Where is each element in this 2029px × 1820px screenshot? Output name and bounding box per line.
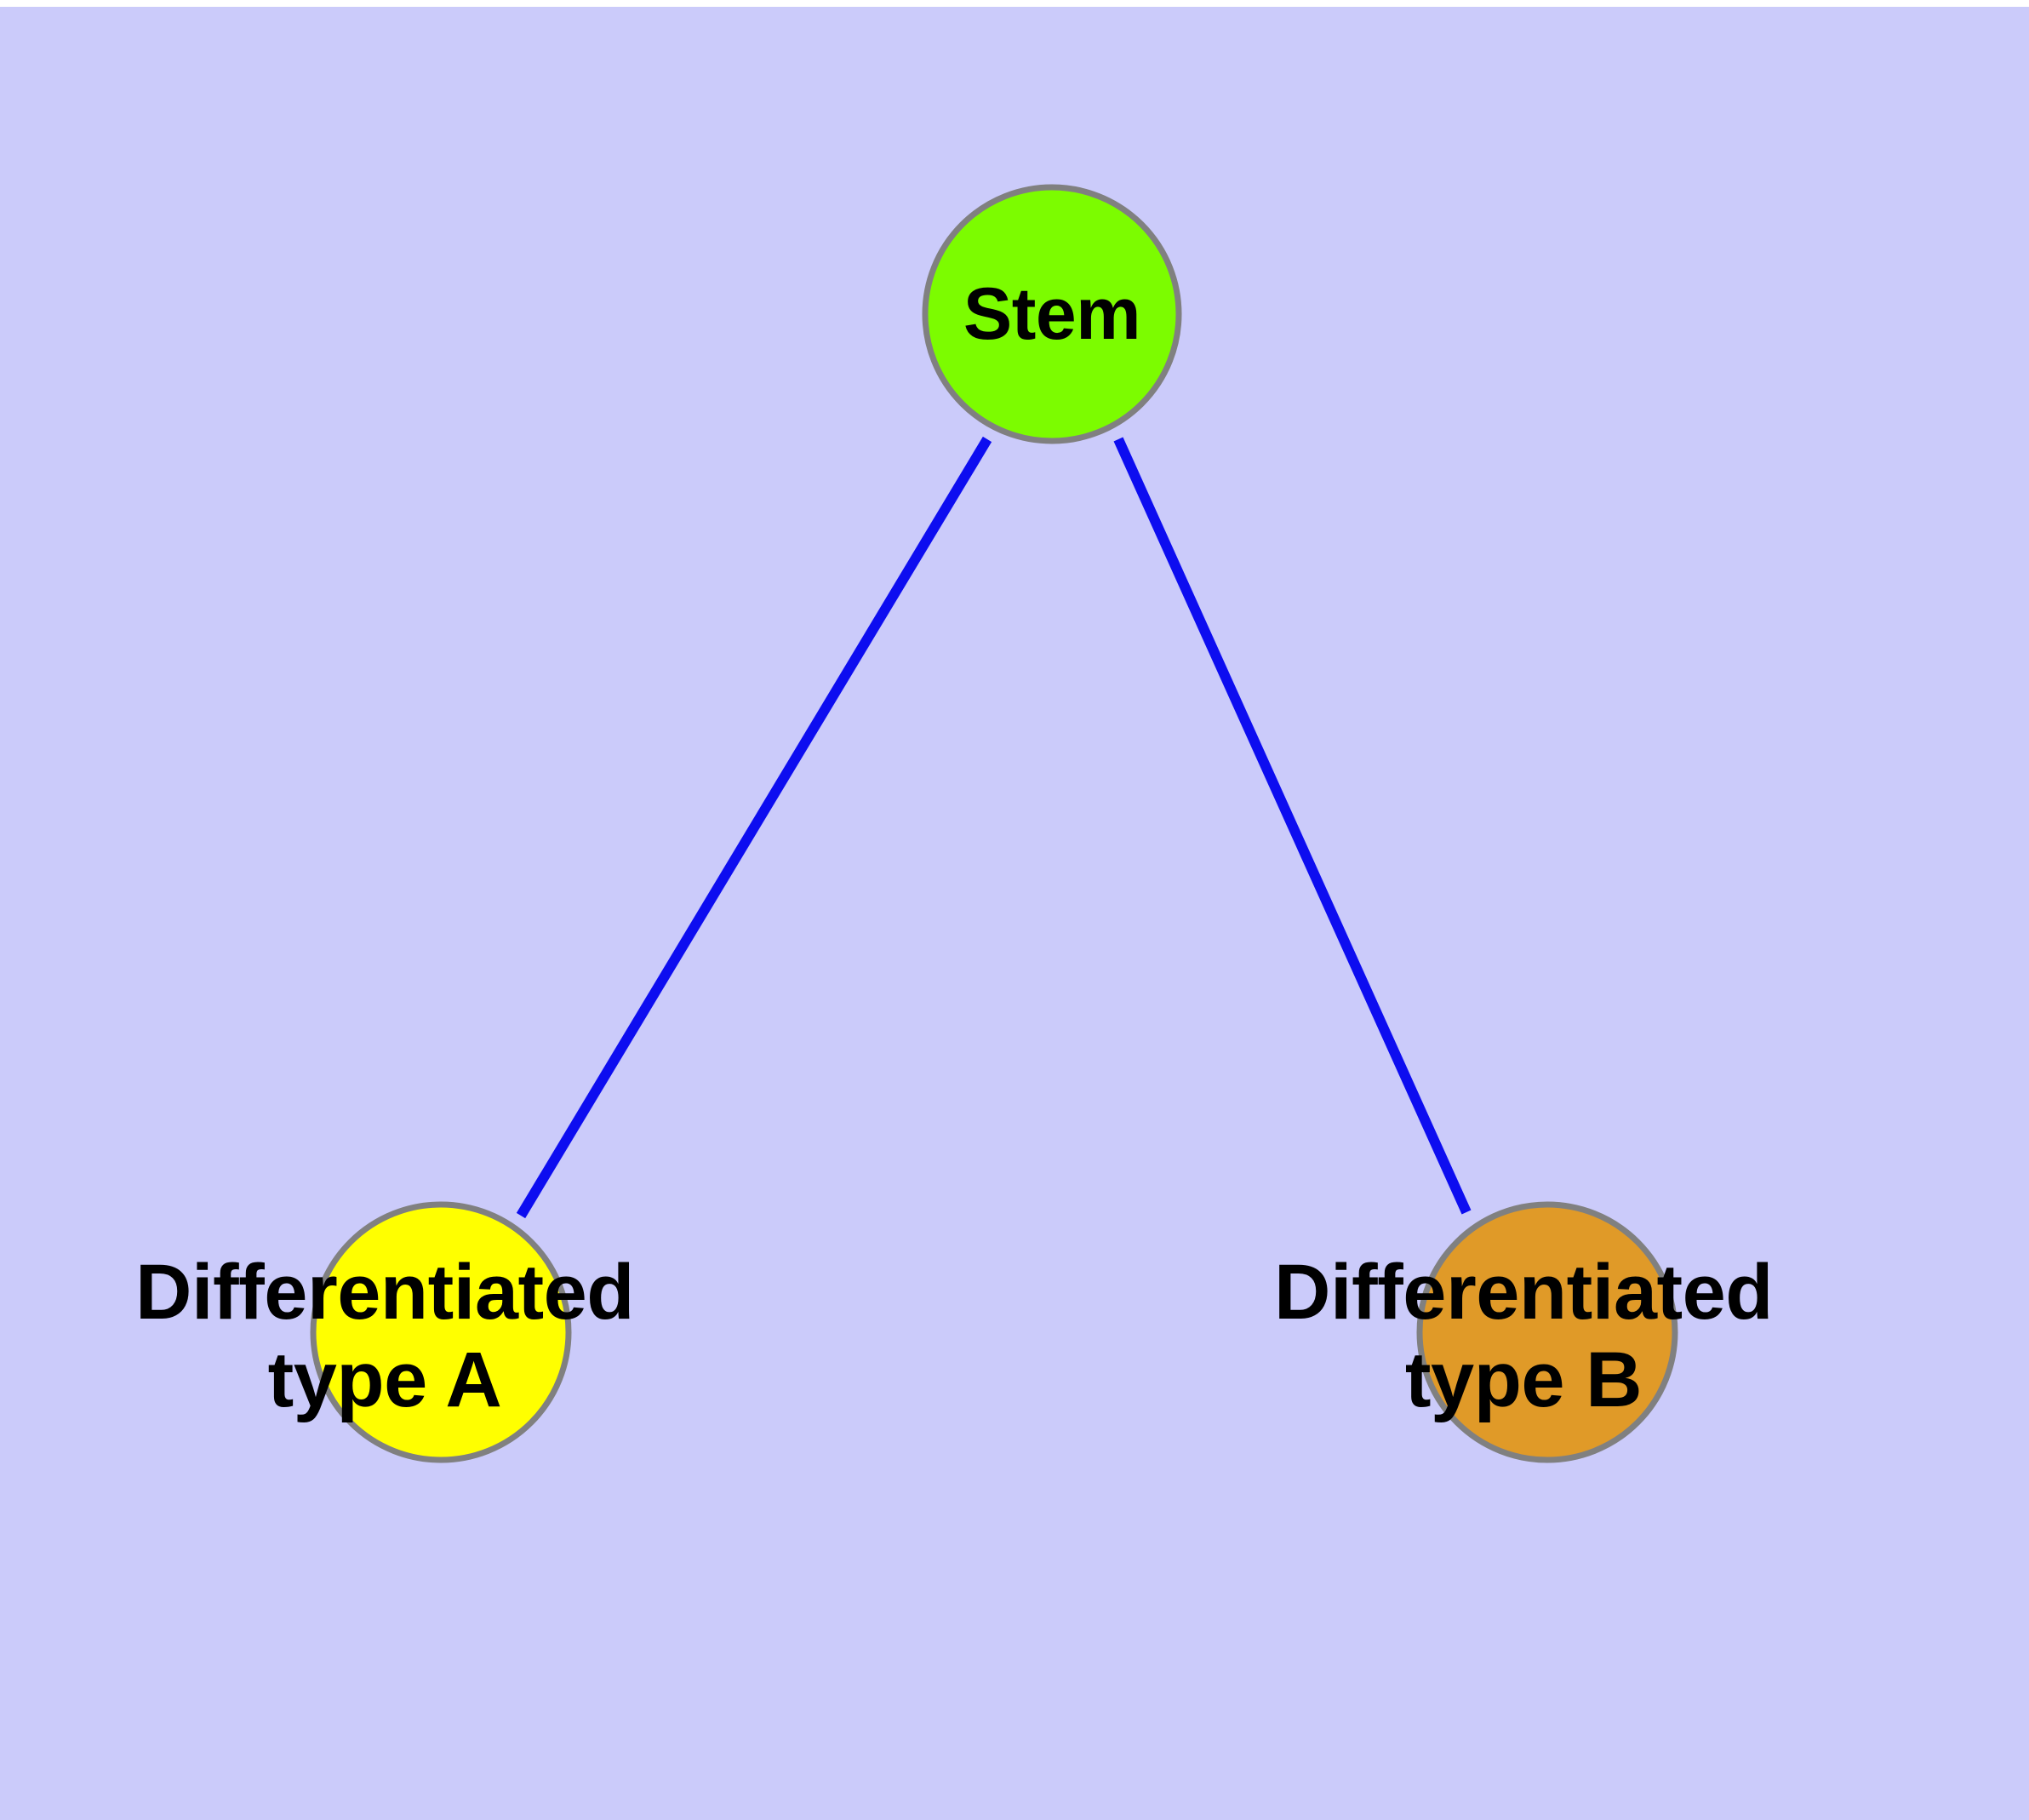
graph-node-stem[interactable] [922,184,1182,444]
node-label-diff_b: Differentiated type B [1274,1248,1773,1423]
nodes-layer [310,184,1678,1463]
graph-node-diff_b[interactable] [1416,1201,1678,1463]
node-label-diff_a: Differentiated type A [135,1248,634,1423]
graph-node-diff_a[interactable] [310,1201,572,1463]
graph-edge-stem-to-b [1113,437,1472,1215]
edges-layer [516,436,1472,1219]
graph-edge-stem-to-a [516,436,992,1219]
node-label-stem: Stem [963,272,1141,355]
